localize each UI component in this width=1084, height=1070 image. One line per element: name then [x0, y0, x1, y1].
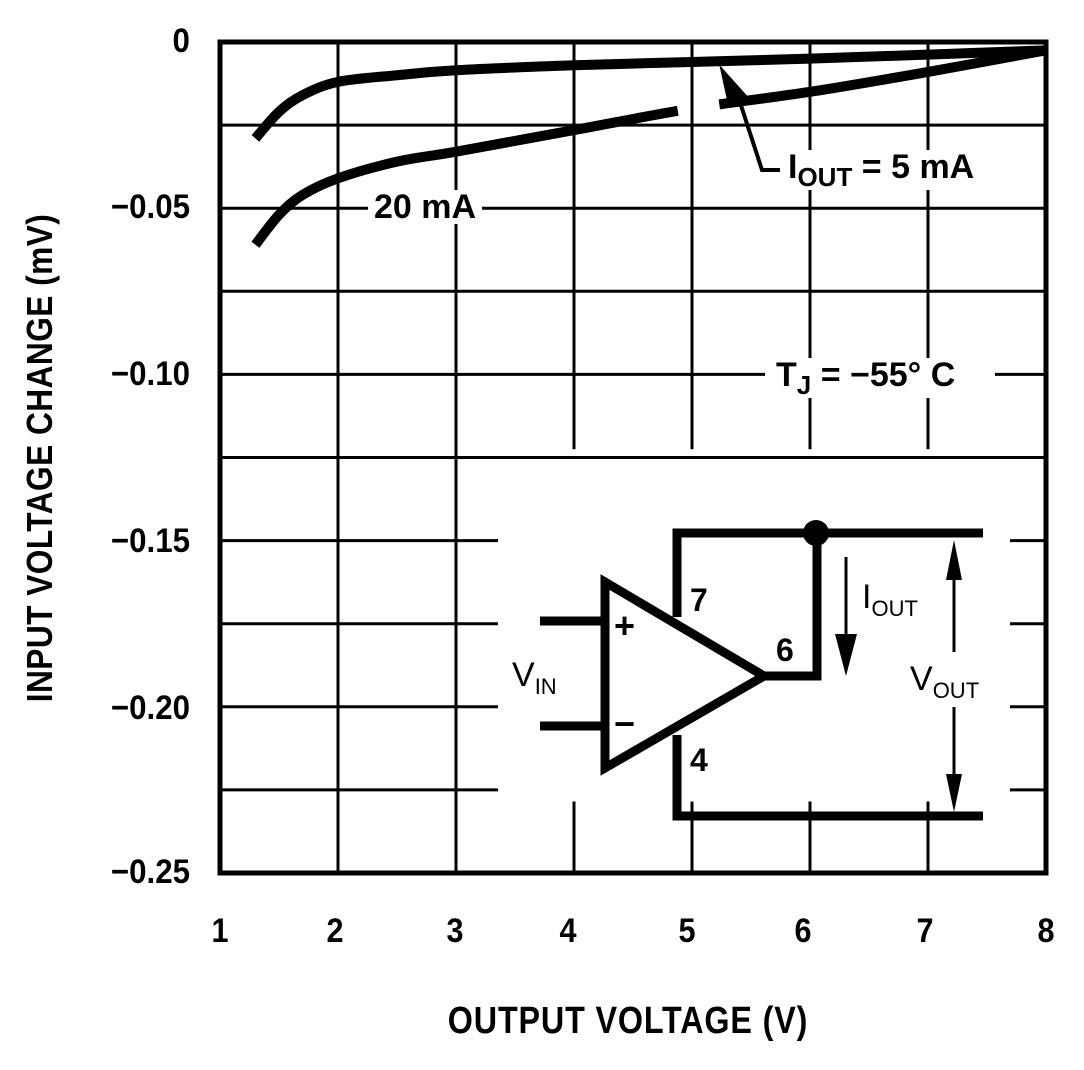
curve-20ma	[251, 45, 1047, 248]
pin-6-label: 6	[776, 632, 794, 668]
pin6-wire	[764, 533, 822, 681]
y-axis-ticks: 0 −0.05 −0.10 −0.15 −0.20 −0.25	[0, 0, 190, 1070]
curve-5ma	[251, 45, 1047, 142]
plot-frame	[217, 39, 1049, 876]
pin4-wire	[672, 735, 983, 821]
y-axis-label: INPUT VOLTAGE CHANGE (mV)	[19, 213, 60, 703]
pin-7-label: 7	[690, 582, 708, 618]
y-tick: −0.05	[110, 188, 190, 226]
vout-arrow-down-icon	[946, 774, 962, 812]
x-tick: 8	[1037, 912, 1055, 950]
annotation-20ma: 20 mA	[368, 190, 483, 224]
x-tick: 5	[678, 912, 696, 950]
iout-arrow-head-icon	[835, 634, 857, 676]
plus-sign: +	[614, 605, 636, 646]
data-curves	[251, 45, 1047, 248]
vout-label: VOUT	[908, 660, 982, 703]
y-tick: −0.15	[110, 522, 190, 560]
annotation-tj: TJ = −55° C	[770, 358, 962, 398]
x-tick: 6	[794, 912, 812, 950]
x-tick: 2	[326, 912, 344, 950]
x-tick: 4	[559, 912, 577, 950]
vin-label: VIN	[512, 656, 557, 699]
x-axis-label: OUTPUT VOLTAGE (V)	[447, 1000, 809, 1042]
pin-4-label: 4	[690, 742, 708, 778]
circuit-schematic	[540, 520, 983, 821]
y-tick: −0.10	[110, 355, 190, 393]
pin7-wire	[672, 528, 983, 617]
x-tick: 3	[446, 912, 464, 950]
y-tick: −0.25	[110, 853, 190, 891]
annotation-iout-5ma: IOUT = 5 mA	[782, 150, 981, 190]
annotation-leader	[719, 64, 780, 172]
op-amp-triangle-icon	[600, 574, 773, 776]
vout-arrow-up-icon	[946, 540, 962, 580]
arrow-head-icon	[719, 64, 748, 102]
iout-circuit-label: IOUT	[862, 578, 918, 621]
junction-dot-icon	[803, 520, 829, 546]
x-tick: 1	[211, 912, 229, 950]
y-tick: −0.20	[110, 689, 190, 727]
y-tick: 0	[172, 22, 190, 60]
leader-line	[734, 89, 780, 172]
x-tick: 7	[916, 912, 934, 950]
minus-sign: −	[614, 703, 636, 744]
